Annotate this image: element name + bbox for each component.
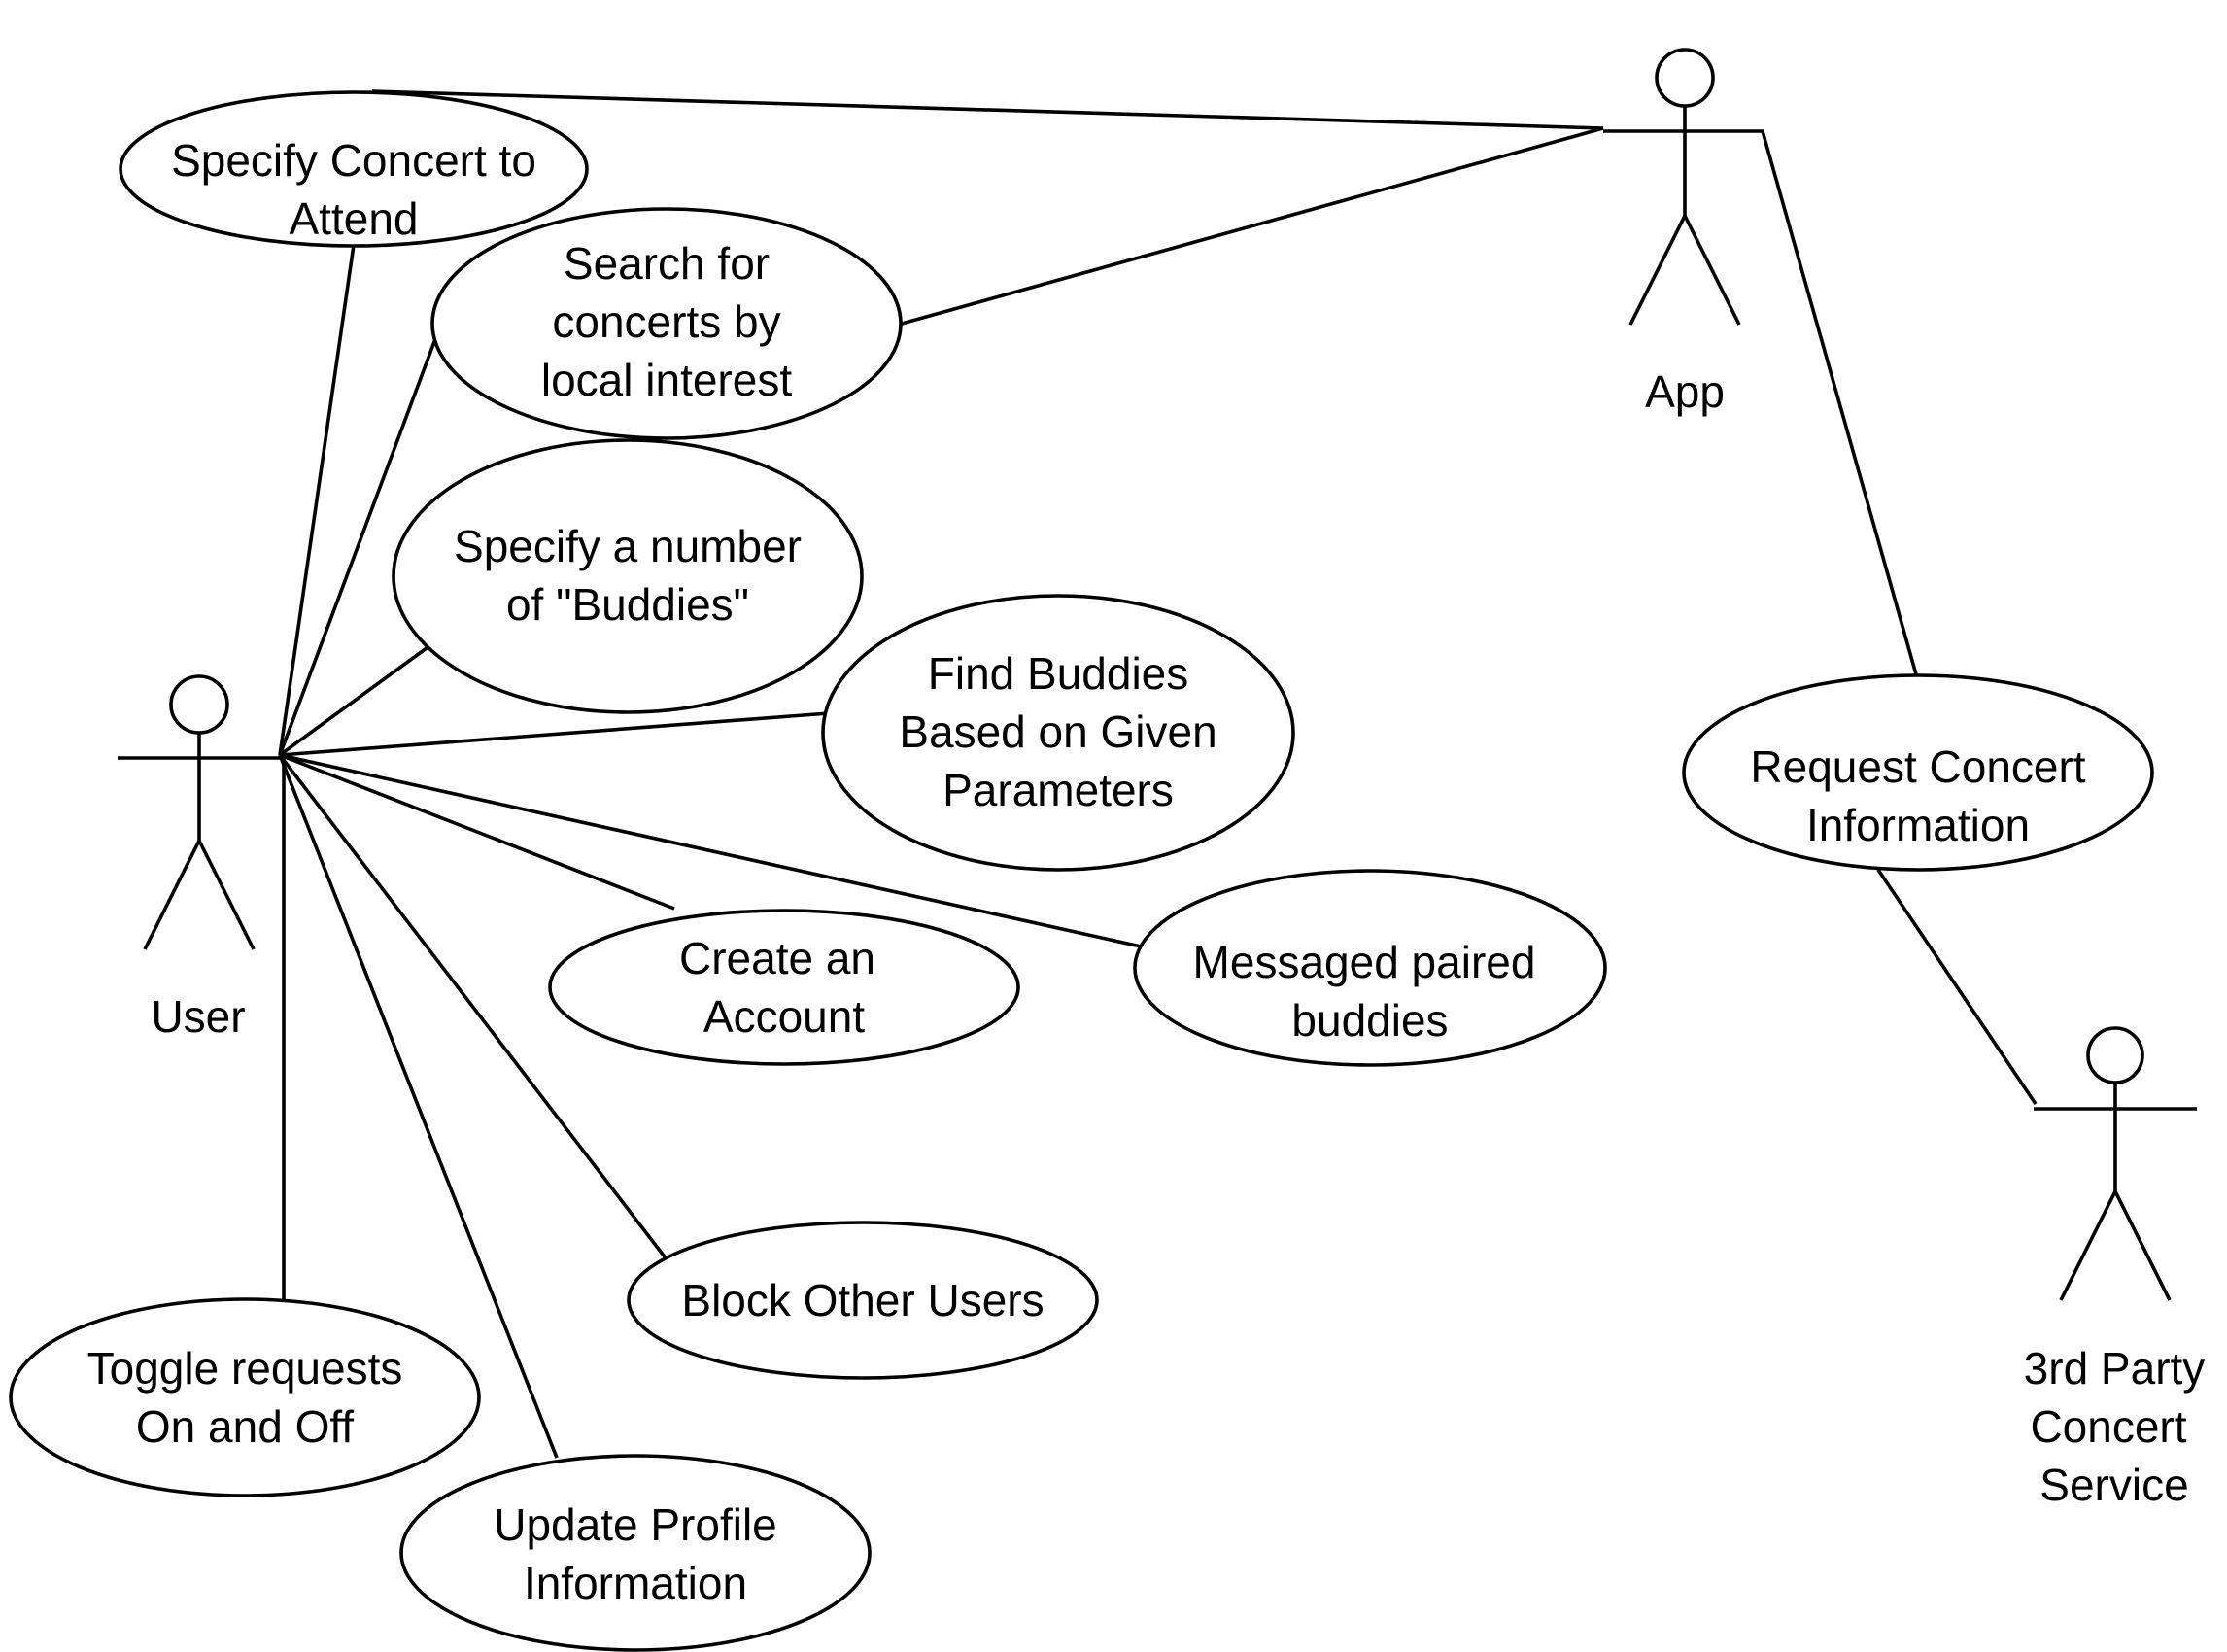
stick-figure-icon: [2034, 1026, 2197, 1301]
assoc-request-info-service: [1876, 868, 2038, 1106]
use-case-specify-buddies: Specify a number of "Buddies": [392, 438, 864, 714]
use-case-label: Update Profile: [494, 1499, 777, 1550]
assoc-app-request-info: [1761, 130, 1918, 675]
assoc-user-specify-concert: [278, 244, 356, 756]
actor-label: App: [1645, 366, 1725, 417]
assoc-user-block-users: [278, 753, 668, 1261]
actor-label: 3rd Party: [2024, 1343, 2206, 1394]
actor-label: Service: [2039, 1460, 2188, 1510]
assoc-user-update-profile: [278, 754, 559, 1459]
assoc-user-find-buddies: [279, 711, 830, 757]
use-case-label: local interest: [541, 355, 792, 405]
actor-user: User: [118, 674, 281, 1042]
use-case-search-concerts: Search for concerts by local interest: [430, 207, 903, 440]
stick-figure-icon: [1603, 48, 1764, 326]
use-case-label: of "Buddies": [506, 579, 749, 630]
use-case-create-account: Create an Account: [548, 909, 1020, 1066]
assoc-user-create-account: [279, 753, 675, 911]
use-case-label: Parameters: [942, 765, 1174, 815]
use-case-label: Search for: [564, 238, 770, 289]
use-case-label: Based on Given: [899, 706, 1216, 757]
use-case-label: buddies: [1291, 995, 1448, 1046]
use-case-find-buddies: Find Buddies Based on Given Parameters: [821, 594, 1295, 872]
use-case-label: Block Other Users: [681, 1275, 1044, 1325]
use-case-label: Account: [703, 991, 865, 1042]
use-case-label: Create an: [679, 933, 875, 983]
use-case-label: Find Buddies: [928, 648, 1189, 699]
assoc-user-message-buddies: [279, 753, 1142, 948]
actor-app: App: [1603, 48, 1764, 417]
use-case-label: Information: [524, 1558, 747, 1608]
use-case-label: Messaged paired: [1193, 937, 1536, 987]
use-case-label: Specify a number: [454, 521, 802, 571]
use-case-label: On and Off: [136, 1401, 354, 1452]
stick-figure-icon: [118, 674, 281, 950]
use-case-label: Information: [1806, 800, 2030, 850]
associations: [278, 89, 2038, 1459]
assoc-app-specify-concert: [371, 89, 1604, 130]
actor-label: Concert: [2030, 1401, 2186, 1452]
use-case-label: Attend: [290, 193, 419, 244]
assoc-app-search-concerts: [901, 126, 1604, 326]
actor-3rd-party-service: 3rd Party Concert Service: [2024, 1026, 2206, 1510]
use-case-update-profile: Update Profile Information: [399, 1454, 872, 1652]
use-case-label: Toggle requests: [87, 1343, 403, 1394]
use-case-label: Specify Concert to: [171, 135, 536, 186]
actor-label: User: [151, 991, 245, 1042]
use-case-specify-concert: Specify Concert to Attend: [119, 90, 589, 248]
use-case-block-users: Block Other Users: [627, 1221, 1099, 1380]
use-case-label: Request Concert: [1750, 741, 2085, 792]
assoc-user-specify-buddies: [278, 636, 443, 757]
use-case-label: concerts by: [552, 296, 780, 347]
use-case-toggle-requests: Toggle requests On and Off: [9, 1297, 481, 1497]
use-case-message-buddies: Messaged paired buddies: [1133, 869, 1607, 1067]
use-case-request-info: Request Concert Information: [1682, 673, 2154, 872]
assoc-user-search-concerts: [278, 323, 443, 756]
